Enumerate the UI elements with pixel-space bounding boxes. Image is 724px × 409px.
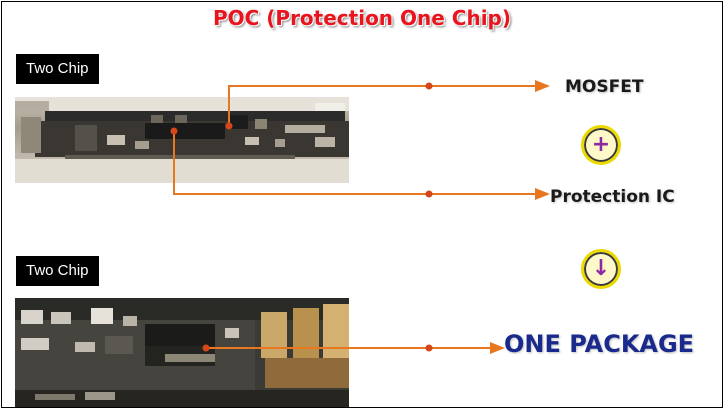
protection-ic-label: Protection IC bbox=[550, 187, 675, 207]
mosfet-source-dot bbox=[225, 122, 233, 130]
package-mid-dot bbox=[425, 344, 433, 352]
mosfet-label: MOSFET bbox=[565, 77, 644, 97]
protection-ic-source-dot bbox=[170, 127, 178, 135]
circuit-board-photo-top bbox=[15, 97, 349, 183]
package-arrowhead bbox=[490, 342, 505, 354]
circuit-board-photo-bottom bbox=[15, 298, 349, 407]
mosfet-arrowhead bbox=[535, 80, 550, 92]
two-chip-tag-top: Two Chip bbox=[16, 54, 99, 84]
slide-title: POC (Protection One Chip) bbox=[212, 6, 512, 30]
down-arrow-icon: ↓ bbox=[581, 249, 621, 289]
protection-ic-connector-line bbox=[173, 132, 429, 195]
package-source-dot bbox=[202, 344, 210, 352]
circuit-board-photo-icon bbox=[15, 97, 349, 183]
circuit-board-photo-icon bbox=[15, 298, 349, 407]
mosfet-mid-dot bbox=[425, 82, 433, 90]
down-arrow-symbol: ↓ bbox=[591, 256, 611, 281]
two-chip-tag-bottom: Two Chip bbox=[16, 256, 99, 286]
mosfet-connector-line bbox=[228, 85, 429, 127]
protection-ic-mid-dot bbox=[425, 190, 433, 198]
protection-ic-arrowhead bbox=[535, 188, 550, 200]
plus-icon: + bbox=[581, 125, 621, 165]
one-package-label: ONE PACKAGE bbox=[504, 330, 695, 358]
plus-symbol: + bbox=[591, 132, 611, 157]
